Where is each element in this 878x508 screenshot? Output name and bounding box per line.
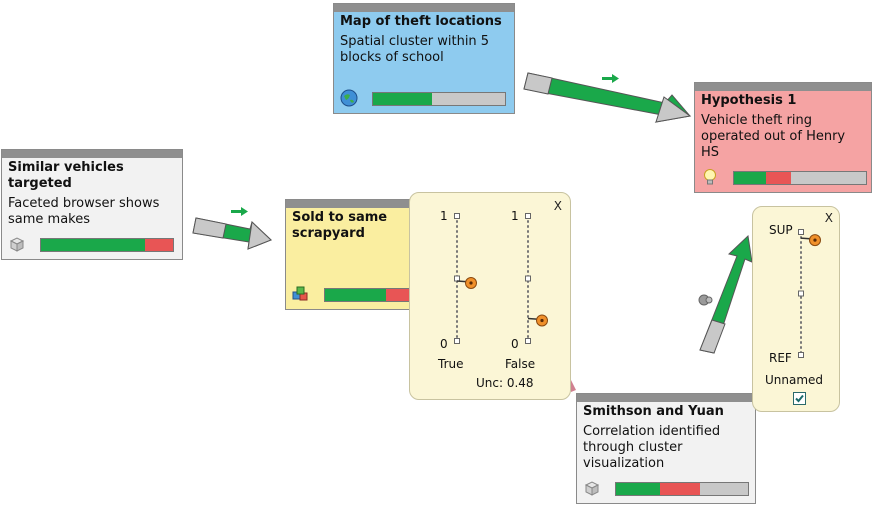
arrow-map-to-hypothesis[interactable] [523,72,692,123]
supported-segment [373,93,433,105]
confidence-bar [40,238,174,252]
card-title: Similar vehicles targeted [8,160,124,191]
supported-segment [325,289,387,301]
refute-label: REF [769,351,792,365]
card-smithson-and-yuan[interactable]: Smithson and Yuan Correlation identified… [576,393,756,504]
relation-name: Unnamed [765,373,824,387]
direction-arrow-icon [602,74,619,83]
box-icon [9,237,25,252]
checkmark-icon [795,394,804,403]
link-handle-icon[interactable] [698,294,713,306]
uncertain-segment [790,172,866,184]
card-footer [8,237,176,253]
slider-tick [798,229,804,235]
card-title: Map of theft locations [340,14,502,29]
close-icon[interactable]: X [553,199,562,213]
card-map-of-theft-locations[interactable]: Map of theft locations Spatial cluster w… [333,3,515,114]
false-slider[interactable] [525,213,548,344]
card-header-bar [286,200,414,208]
false-label: False [505,357,536,371]
slider-tick [798,352,804,358]
card-header-bar [2,150,182,158]
support-slider[interactable] [798,229,821,358]
slider-tick [525,213,531,219]
true-scale-min: 0 [440,337,448,351]
true-label: True [438,357,464,371]
belief-editor-popup: X 1 0 1 0 True False Unc: 0.48 [409,192,571,400]
slider-handle-dot [813,238,817,242]
supported-segment [734,172,766,184]
card-header-bar [577,394,755,402]
slider-tick [454,338,460,344]
direction-arrow-icon [231,207,248,216]
confidence-bar [372,92,506,106]
confirm-checkbox[interactable] [793,392,806,405]
card-title: Sold to same scrapyard [292,210,388,241]
card-description: Correlation identified through cluster v… [583,424,721,471]
confidence-bar [615,482,749,496]
card-header-bar [334,4,514,12]
slider-tick [454,275,460,282]
globe-icon [340,89,358,107]
slider-handle-dot [540,318,544,323]
card-description: Spatial cluster within 5 blocks of schoo… [340,34,490,65]
support-slider-svg [798,229,821,358]
false-scale-min: 0 [511,337,519,351]
slider-tick [454,213,460,219]
box-icon [584,481,600,496]
slider-handle-dot [469,281,473,285]
supported-segment [41,239,146,251]
uncertain-segment [700,483,748,495]
card-hypothesis-1[interactable]: Hypothesis 1 Vehicle theft ring operated… [694,82,872,193]
card-header-bar [695,83,871,91]
card-similar-vehicles-targeted[interactable]: Similar vehicles targeted Faceted browse… [1,149,183,260]
card-description: Faceted browser shows same makes [8,196,160,227]
close-icon[interactable]: X [824,211,833,225]
supported-segment [616,483,660,495]
lightbulb-icon [704,169,716,185]
true-scale-max: 1 [440,209,448,223]
refuted-segment [765,172,791,184]
card-footer [292,286,420,303]
true-slider[interactable] [454,213,477,344]
arrow-smithson-to-hypothesis[interactable] [699,234,753,354]
blocks-icon [292,286,308,301]
card-footer [583,481,749,497]
support-label: SUP [769,223,793,237]
belief-sliders [454,213,548,344]
slider-tick [798,290,804,297]
uncertainty-value: Unc: 0.48 [476,376,534,390]
slider-tick [525,275,531,282]
confidence-bar [733,171,867,185]
card-title: Hypothesis 1 [701,93,797,108]
arrow-similar-to-sold[interactable] [192,217,272,250]
card-footer [701,169,867,186]
confidence-bar [324,288,420,302]
refuted-segment [145,239,173,251]
false-scale-max: 1 [511,209,519,223]
card-sold-to-same-scrapyard[interactable]: Sold to same scrapyard [285,199,420,310]
slider-tick [525,338,531,344]
support-editor-popup: X SUP REF Unnamed [752,206,840,412]
uncertain-segment [432,93,505,105]
card-title: Smithson and Yuan [583,404,724,419]
card-footer [340,89,508,107]
refuted-segment [659,483,701,495]
card-description: Vehicle theft ring operated out of Henry… [701,113,846,160]
